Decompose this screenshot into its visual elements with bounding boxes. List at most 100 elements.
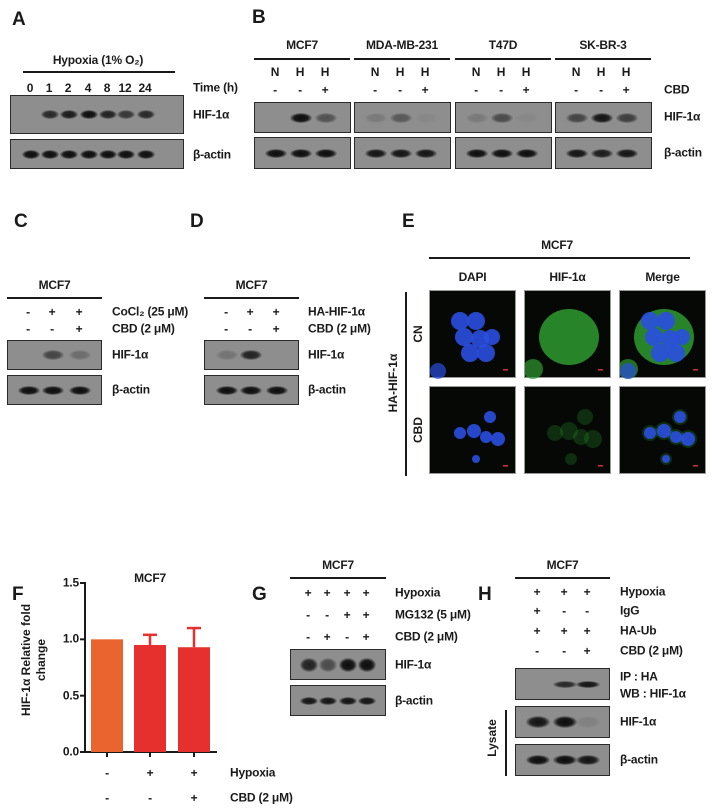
header-line (290, 577, 386, 579)
blot-label: β-actin (395, 693, 433, 708)
treatment-sign: + (560, 624, 568, 638)
western-blot (204, 340, 299, 370)
treatment-sign: + (421, 83, 429, 97)
panel-header: MCF7 (235, 278, 268, 292)
western-blot (354, 102, 451, 133)
treatment-sign: + (48, 305, 56, 319)
blot-band (60, 110, 78, 119)
treatment-sign: - (248, 322, 252, 336)
treatment-sign: + (272, 322, 280, 336)
western-blot (7, 375, 102, 405)
panel-header: Hypoxia (1% O₂) (52, 53, 144, 67)
blot-band (364, 148, 388, 158)
lysate-label: Lysate (485, 719, 499, 757)
treatment-sign: - (26, 305, 30, 319)
treatment-sign: - (585, 604, 589, 618)
condition-label: N (571, 65, 581, 79)
treatment-sign: + (272, 305, 280, 319)
blot-label: β-actin (193, 147, 231, 162)
blot-band (314, 148, 338, 158)
condition-label: N (370, 65, 380, 79)
row-label: HA-Ub (620, 623, 657, 638)
y-tick-label: 0.0 (62, 744, 79, 759)
treatment-sign: - (224, 305, 228, 319)
micrograph-dapi-cbd (429, 386, 516, 474)
blot-label: β-actin (620, 752, 658, 767)
treatment-sign: - (562, 604, 566, 618)
blot-label: HIF-1α (395, 657, 432, 672)
row-label: Hypoxia (230, 765, 276, 780)
blot-band (289, 148, 313, 158)
treatment-sign: + (75, 305, 83, 319)
column-label: DAPI (458, 270, 487, 284)
blot-label: HIF-1α (308, 347, 345, 362)
treatment-sign: + (362, 586, 370, 600)
blot-band (590, 112, 614, 123)
blot-band (552, 680, 578, 688)
treatment-sign: + (304, 586, 312, 600)
western-blot (254, 102, 351, 133)
blot-band (18, 385, 40, 395)
blot-band (117, 149, 135, 159)
blot-label: β-actin (664, 145, 702, 160)
treatment-sign: - (373, 83, 377, 97)
blot-band (414, 148, 438, 158)
treatment-sign: - (574, 83, 578, 97)
header-line (455, 58, 551, 60)
blot-band (216, 350, 238, 360)
blot-band (69, 385, 91, 395)
blot-band (490, 148, 514, 158)
bar (134, 644, 166, 752)
blot-band (80, 149, 98, 159)
treatment-sign: - (345, 630, 349, 644)
y-tick-label: 0.5 (62, 688, 79, 703)
column-label: Merge (645, 270, 680, 284)
western-blot (515, 706, 610, 738)
micrograph-dapi-cn (429, 290, 516, 379)
treatment-sign: - (50, 322, 54, 336)
blot-band (300, 657, 318, 672)
blot-label: HIF-1α (664, 109, 701, 124)
panel-label: C (14, 211, 28, 232)
hypoxia-sign: + (190, 766, 198, 780)
row-label: HA-HIF-1α (308, 304, 365, 319)
blot-band (41, 149, 59, 159)
treatment-sign: + (75, 322, 83, 336)
hypoxia-sign: + (146, 766, 154, 780)
header-line (429, 257, 690, 259)
row-label: CBD (2 μM) (395, 629, 458, 644)
blot-band (42, 385, 64, 395)
western-blot (354, 137, 451, 169)
micrograph-merge-cn (618, 290, 706, 379)
condition-label: H (496, 65, 506, 79)
treatment-sign: - (273, 83, 277, 97)
ip-label: IP : HA (620, 669, 658, 684)
blot-band (525, 716, 551, 728)
chart-title: MCF7 (134, 571, 166, 585)
blot-band (615, 148, 639, 158)
treatment-sign: - (306, 608, 310, 622)
header-line (204, 297, 299, 299)
western-blot (254, 137, 351, 169)
treatment-sign: + (533, 585, 541, 599)
western-blot (515, 668, 610, 700)
condition-label: N (471, 65, 481, 79)
row-label: CoCl₂ (25 μM) (112, 304, 189, 319)
bar (178, 647, 210, 752)
treatment-sign: + (323, 630, 331, 644)
blot-band (465, 148, 489, 158)
treatment-sign: + (343, 586, 351, 600)
y-axis-label: HIF-1α Relative fold change (19, 603, 48, 717)
cell-line-name: T47D (488, 38, 518, 52)
blot-band (60, 149, 78, 159)
treatment-sign: + (362, 608, 370, 622)
treatment-sign: - (474, 83, 478, 97)
micrograph-hif-1--cn (523, 290, 611, 379)
condition-label: H (320, 65, 330, 79)
header-line (7, 297, 102, 299)
blot-label: HIF-1α (112, 347, 149, 362)
treatment-sign: - (224, 322, 228, 336)
blot-band (99, 149, 117, 159)
blot-band (240, 385, 262, 395)
condition-label: H (420, 65, 430, 79)
